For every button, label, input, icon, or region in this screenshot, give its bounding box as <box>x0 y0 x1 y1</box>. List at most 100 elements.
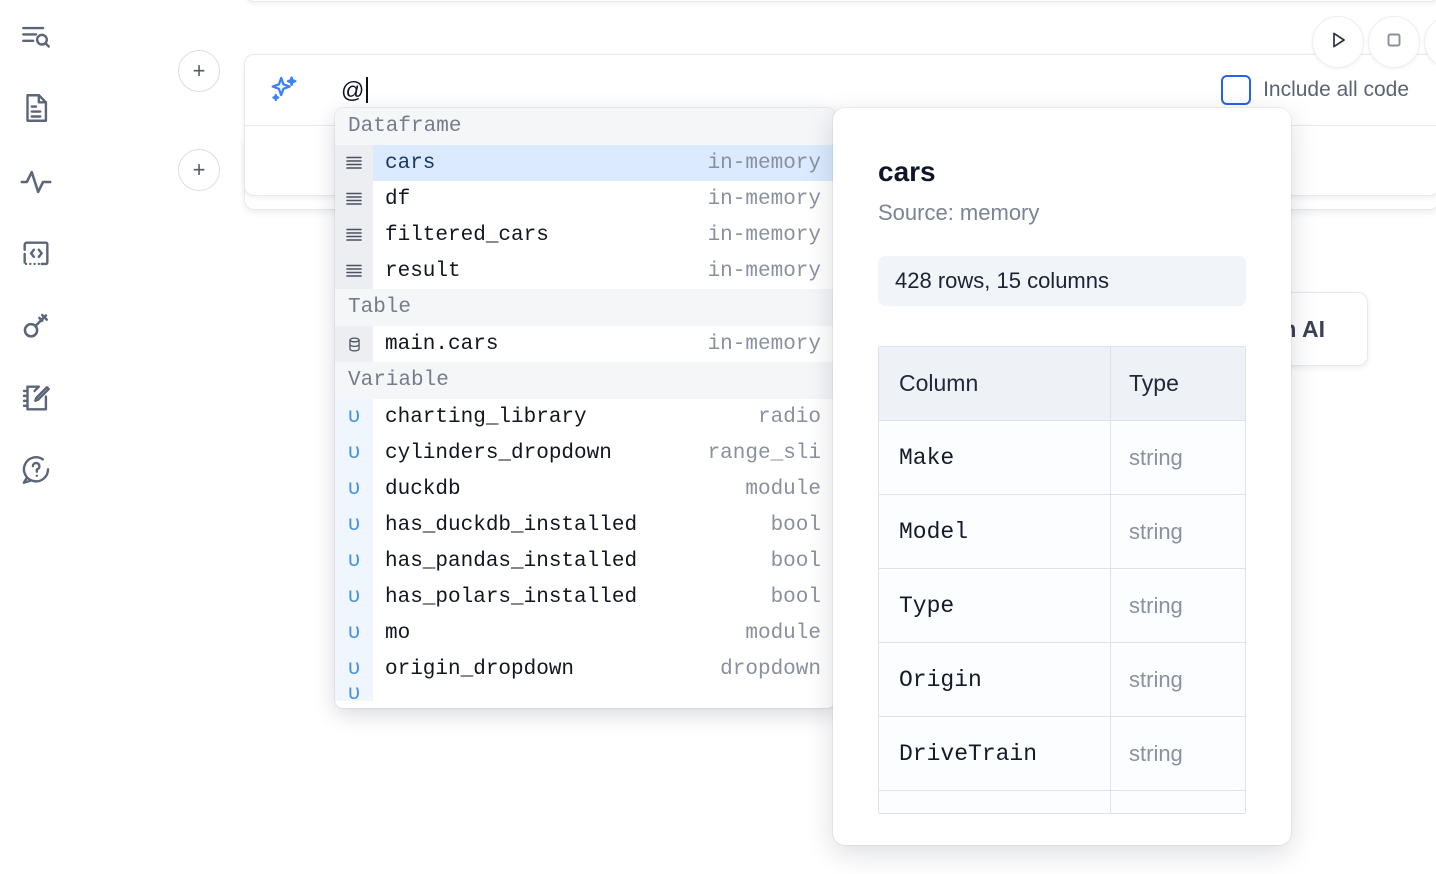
autocomplete-item-name: result <box>385 259 461 283</box>
autocomplete-item-origin-dropdown[interactable]: υ origin_dropdown dropdown <box>335 651 835 687</box>
autocomplete-item-type: bool <box>770 549 821 573</box>
autocomplete-item-name: has_pandas_installed <box>385 549 638 573</box>
table-row: Model string <box>879 495 1245 569</box>
ai-prompt-row: @ <box>245 55 1436 125</box>
autocomplete-item-mo[interactable]: υ mo module <box>335 615 835 651</box>
autocomplete-item-type: bool <box>770 585 821 609</box>
sidebar-item-scratchpad[interactable] <box>12 374 60 422</box>
column-type: string <box>1111 643 1245 716</box>
variable-icon: υ <box>335 687 373 701</box>
autocomplete-item-type: in-memory <box>707 332 821 356</box>
play-icon <box>1326 28 1350 57</box>
run-button[interactable] <box>1312 16 1364 68</box>
column-name: Make <box>879 421 1111 494</box>
sidebar-item-secrets[interactable] <box>12 302 60 350</box>
sidebar-item-help[interactable] <box>12 446 60 494</box>
autocomplete-item-name: duckdb <box>385 477 461 501</box>
autocomplete-item-duckdb[interactable]: υ duckdb module <box>335 471 835 507</box>
code-brackets-icon <box>19 237 53 271</box>
autocomplete-group-header: Table <box>335 289 835 326</box>
autocomplete-item-partial[interactable]: υ <box>335 687 835 701</box>
autocomplete-item-type: in-memory <box>707 187 821 211</box>
sidebar-item-snippets[interactable] <box>12 230 60 278</box>
column-name: DriveTrain <box>879 717 1111 790</box>
mention-autocomplete-dropdown[interactable]: Dataframe cars in-memory df in-memory <box>335 108 835 708</box>
sidebar-item-search-outline[interactable] <box>12 14 60 62</box>
autocomplete-item-type: bool <box>770 513 821 537</box>
database-icon <box>335 326 373 362</box>
info-panel-source: Source: memory <box>878 200 1040 225</box>
add-cell-above-button[interactable]: + <box>178 50 220 92</box>
plus-icon: + <box>192 157 206 182</box>
variable-icon: υ <box>335 399 373 435</box>
column-header-column: Column <box>879 347 1111 420</box>
autocomplete-item-df[interactable]: df in-memory <box>335 181 835 217</box>
autocomplete-item-name: filtered_cars <box>385 223 549 247</box>
text-caret <box>365 77 368 103</box>
document-icon <box>19 91 53 125</box>
table-row: Make string <box>879 421 1245 495</box>
dataframe-info-panel: cars Source: memory 428 rows, 15 columns… <box>833 108 1291 845</box>
autocomplete-item-type: range_sli <box>707 441 821 465</box>
autocomplete-item-cars[interactable]: cars in-memory <box>335 145 835 181</box>
autocomplete-group-header: Dataframe <box>335 108 835 145</box>
dataframe-rows-icon <box>335 145 373 181</box>
dataframe-rows-icon <box>335 217 373 253</box>
dataframe-rows-icon <box>335 253 373 289</box>
table-row: DriveTrain string <box>879 717 1245 791</box>
variable-icon: υ <box>335 507 373 543</box>
variable-icon: υ <box>335 543 373 579</box>
autocomplete-item-name: charting_library <box>385 405 587 429</box>
include-all-code-checkbox[interactable] <box>1221 75 1252 105</box>
search-list-icon <box>19 21 53 55</box>
variable-icon: υ <box>335 615 373 651</box>
autocomplete-item-type: module <box>745 477 821 501</box>
autocomplete-item-name: mo <box>385 621 411 645</box>
ai-prompt-text: @ <box>341 76 365 103</box>
autocomplete-item-name: cars <box>385 151 436 175</box>
interrupt-button[interactable] <box>1368 16 1420 68</box>
dataframe-rows-icon <box>335 181 373 217</box>
autocomplete-item-has-duckdb-installed[interactable]: υ has_duckdb_installed bool <box>335 507 835 543</box>
ai-prompt-input[interactable]: @ <box>301 55 1436 125</box>
sparkles-icon <box>267 73 301 107</box>
autocomplete-item-cylinders-dropdown[interactable]: υ cylinders_dropdown range_sli <box>335 435 835 471</box>
column-type: string <box>1111 495 1245 568</box>
key-icon <box>19 309 53 343</box>
column-name: Model <box>879 495 1111 568</box>
stop-square-icon <box>1382 28 1406 57</box>
columns-table: Column Type Make string Model string Typ… <box>878 346 1246 814</box>
table-row: Origin string <box>879 643 1245 717</box>
sidebar-item-activity[interactable] <box>12 158 60 206</box>
table-row-partial <box>879 791 1245 813</box>
autocomplete-group-header: Variable <box>335 362 835 399</box>
autocomplete-item-filtered-cars[interactable]: filtered_cars in-memory <box>335 217 835 253</box>
autocomplete-item-has-pandas-installed[interactable]: υ has_pandas_installed bool <box>335 543 835 579</box>
autocomplete-item-name: has_polars_installed <box>385 585 638 609</box>
column-type: string <box>1111 421 1245 494</box>
autocomplete-item-result[interactable]: result in-memory <box>335 253 835 289</box>
sidebar-item-documentation[interactable] <box>12 84 60 132</box>
info-panel-title: cars <box>878 156 936 187</box>
autocomplete-item-type: module <box>745 621 821 645</box>
column-name: Origin <box>879 643 1111 716</box>
column-name: Type <box>879 569 1111 642</box>
autocomplete-item-main-cars[interactable]: main.cars in-memory <box>335 326 835 362</box>
variable-icon: υ <box>335 651 373 687</box>
variable-icon: υ <box>335 435 373 471</box>
column-type: string <box>1111 717 1245 790</box>
columns-table-header: Column Type <box>879 347 1245 421</box>
autocomplete-item-type: dropdown <box>720 657 821 681</box>
include-all-code-label: Include all code <box>1263 78 1409 101</box>
autocomplete-item-name: df <box>385 187 411 211</box>
autocomplete-item-has-polars-installed[interactable]: υ has_polars_installed bool <box>335 579 835 615</box>
add-cell-below-button[interactable]: + <box>178 149 220 191</box>
column-name <box>879 791 1111 813</box>
autocomplete-item-charting-library[interactable]: υ charting_library radio <box>335 399 835 435</box>
variable-icon: υ <box>335 471 373 507</box>
column-type <box>1111 791 1245 813</box>
include-all-code-control[interactable]: Include all code <box>1221 75 1409 105</box>
column-type: string <box>1111 569 1245 642</box>
autocomplete-item-name: cylinders_dropdown <box>385 441 612 465</box>
